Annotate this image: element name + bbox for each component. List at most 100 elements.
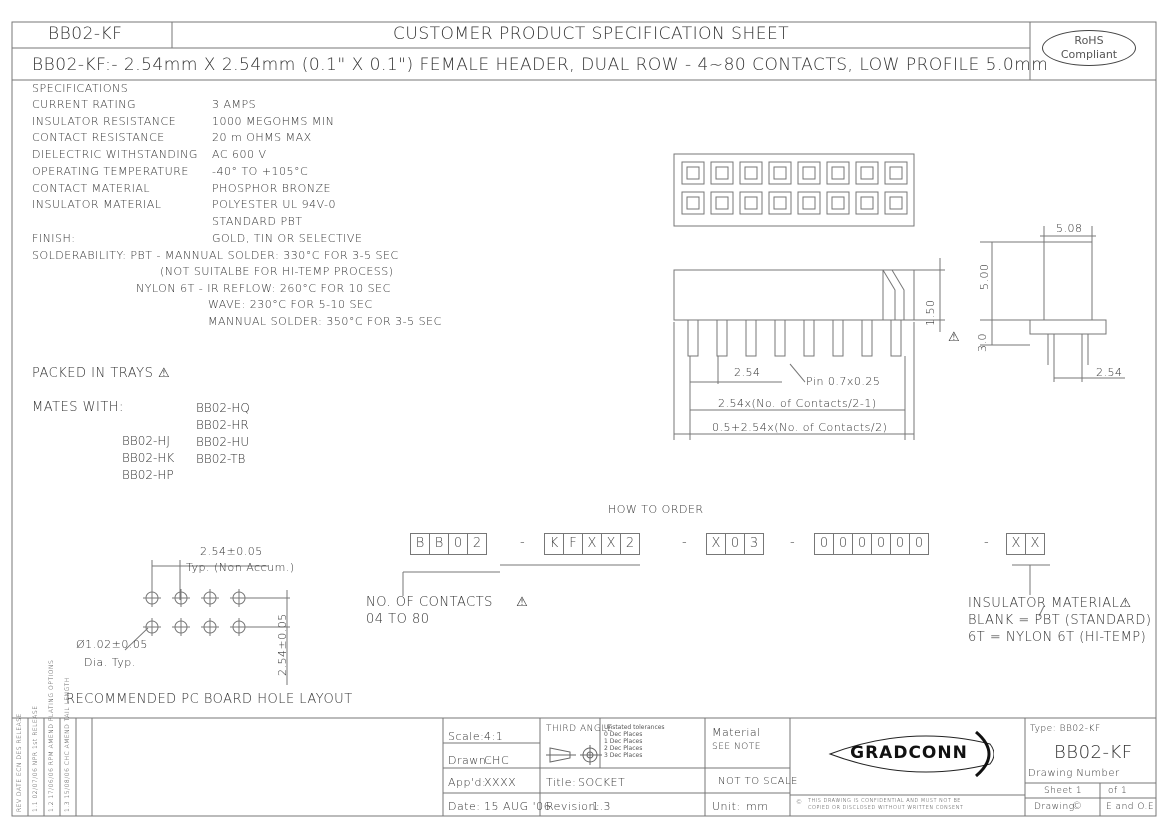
- material-value: SEE NOTE: [712, 742, 761, 752]
- pin-size: Pin 0.7x0.25: [806, 375, 881, 388]
- hole-centerline: [230, 618, 248, 636]
- order-code-cell: 0: [814, 533, 834, 555]
- projection-label: THIRD ANGLE: [546, 724, 614, 734]
- revision-entry: 1.2 17/06/06 RPM AMEND PLATING OPTIONS: [48, 659, 55, 812]
- order-code-cell: 0: [890, 533, 910, 555]
- socket-opening: [860, 166, 874, 180]
- socket-opening: [744, 166, 758, 180]
- socket-cell: [855, 191, 879, 215]
- rohs-line2: Compliant: [1060, 48, 1118, 61]
- hole-centerline: [172, 589, 190, 607]
- order-code-cell: 0: [725, 533, 745, 555]
- warning-triangle-icon: ⚠: [158, 366, 171, 381]
- scale-value: 4:1: [484, 730, 504, 743]
- socket-opening: [686, 166, 700, 180]
- appd-value: XXXX: [484, 776, 517, 789]
- sheet-total: of 1: [1108, 786, 1128, 796]
- sheet-number: Sheet 1: [1044, 786, 1083, 796]
- socket-opening: [831, 166, 845, 180]
- title-value: SOCKET: [578, 776, 626, 789]
- order-code-cell: X: [706, 533, 726, 555]
- dim-row-pitch: 2.54: [1096, 366, 1123, 379]
- tolerance-line: 3 Dec Places: [604, 752, 643, 759]
- spec-value: GOLD, TIN OR SELECTIVE: [212, 231, 363, 245]
- drawing-part-number: BB02-KF: [1054, 742, 1133, 763]
- mates-label: MATES WITH:: [32, 400, 124, 415]
- hole-centerline: [230, 589, 248, 607]
- tolerance-line: 1 Dec Places: [604, 738, 643, 745]
- spec-label: DIELECTRIC WITHSTANDING: [32, 148, 198, 162]
- pin-tail: [716, 320, 728, 357]
- spec-label: OPERATING TEMPERATURE: [32, 164, 189, 178]
- solder-line-5: MANNUAL SOLDER: 350°C FOR 3-5 SEC: [208, 315, 442, 328]
- drawn-value: CHC: [484, 754, 510, 767]
- insulator-text: INSULATOR MATERIAL: [968, 596, 1120, 611]
- date-value: 15 AUG '06: [484, 800, 552, 813]
- socket-opening: [831, 196, 845, 210]
- pcb-typ-note: Typ. (Non Accum.): [186, 561, 295, 574]
- order-code-cell: X: [1025, 533, 1045, 555]
- part-number-top-left: BB02-KF: [48, 24, 123, 44]
- order-code-cell: 0: [833, 533, 853, 555]
- spec-value: STANDARD PBT: [212, 214, 303, 228]
- order-code-cell: 2: [467, 533, 487, 555]
- order-code-cell: 0: [852, 533, 872, 555]
- mates-col1: BB02-HJ BB02-HK BB02-HP: [122, 433, 174, 484]
- order-code-cell: 0: [909, 533, 929, 555]
- socket-opening: [744, 196, 758, 210]
- revision-entry: 1.1 02/07/06 NPR 1st RELEASE: [32, 705, 39, 813]
- solder-line-2: (NOT SUITALBE FOR HI-TEMP PROCESS): [160, 265, 394, 278]
- order-code-cell: X: [601, 533, 621, 555]
- hole-centerline: [143, 589, 161, 607]
- scale-label: Scale:: [448, 730, 485, 743]
- socket-cell: [681, 161, 705, 185]
- confidential-line: COPIED OR DISCLOSED WITHOUT WRITTEN CONS…: [808, 805, 964, 811]
- socket-cell: [884, 161, 908, 185]
- third-angle-projection-icon: [546, 745, 602, 765]
- tolerance-block: Unstated tolerances 0 Dec Places 1 Dec P…: [604, 724, 665, 759]
- order-separator: -: [682, 535, 688, 550]
- formula-length: 0.5+2.54x(No. of Contacts/2): [712, 421, 888, 434]
- pin-tail: [687, 320, 699, 357]
- order-separator: -: [790, 535, 796, 550]
- socket-opening: [686, 196, 700, 210]
- dim-height-body: 5.00: [978, 263, 991, 291]
- sheet-title: CUSTOMER PRODUCT SPECIFICATION SHEET: [393, 24, 790, 44]
- socket-opening: [889, 196, 903, 210]
- order-code-cell: X: [1006, 533, 1026, 555]
- product-description: BB02-KF:- 2.54mm X 2.54mm (0.1" X 0.1") …: [32, 55, 1049, 75]
- tolerance-line: 2 Dec Places: [604, 745, 643, 752]
- socket-cell: [797, 161, 821, 185]
- socket-opening: [715, 166, 729, 180]
- order-code-cell: 0: [871, 533, 891, 555]
- revision-label: Revision:: [546, 800, 601, 813]
- warning-triangle-icon: ⚠: [1119, 596, 1132, 611]
- order-code-cell: 2: [620, 533, 640, 555]
- rohs-line1: RoHS: [1074, 34, 1104, 47]
- pin-tail: [803, 320, 815, 357]
- pcb-hole-dim: Ø1.02±0.05: [76, 638, 148, 651]
- insulator-option-1: BLANK = PBT (STANDARD): [968, 613, 1152, 628]
- pin-tail: [832, 320, 844, 357]
- solder-line-3: NYLON 6T - IR REFLOW: 260°C FOR 10 SEC: [136, 282, 391, 295]
- spec-value: 1000 MEGOHMS MIN: [212, 114, 335, 128]
- tolerance-line: Unstated tolerances: [604, 724, 665, 731]
- pin-tail: [861, 320, 873, 357]
- order-code-cell: B: [429, 533, 449, 555]
- socket-cell: [884, 191, 908, 215]
- tolerance-line: 0 Dec Places: [604, 731, 643, 738]
- socket-cell: [826, 191, 850, 215]
- socket-opening: [860, 196, 874, 210]
- order-separator: -: [520, 535, 526, 550]
- type-label: Type: BB02-KF: [1030, 724, 1101, 734]
- pcb-caption: RECOMMENDED PC BOARD HOLE LAYOUT: [66, 692, 353, 707]
- socket-opening: [889, 166, 903, 180]
- copyright-icon: ©: [796, 799, 803, 806]
- mate-item: BB02-HQ: [196, 401, 250, 415]
- contacts-text: NO. OF CONTACTS: [366, 595, 493, 610]
- order-code-cell: F: [563, 533, 583, 555]
- e-and-oe: E and O.E: [1106, 802, 1155, 812]
- mate-item: BB02-HJ: [122, 434, 170, 448]
- date-label: Date:: [448, 800, 481, 813]
- spec-value: 3 AMPS: [212, 98, 257, 111]
